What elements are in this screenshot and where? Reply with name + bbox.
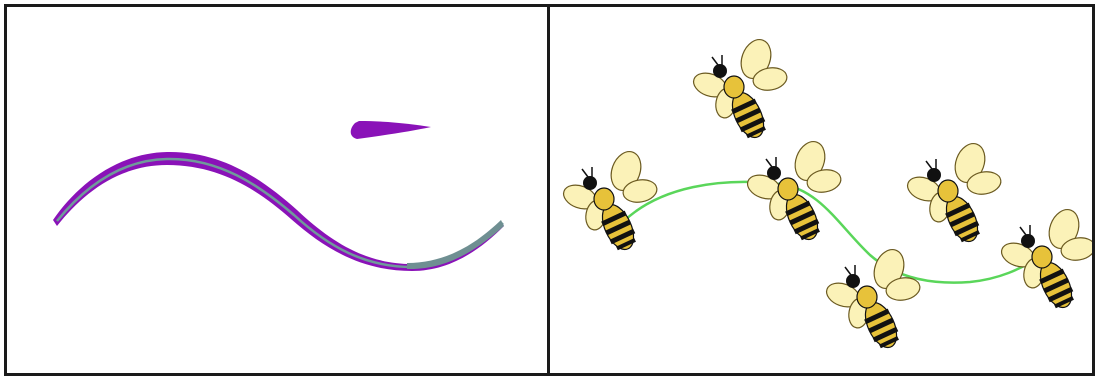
purple-dab [351, 121, 431, 139]
stroke-center-line [57, 159, 503, 267]
bees-canvas [550, 7, 1092, 373]
bee-icon [560, 147, 658, 254]
left-panel [4, 4, 550, 376]
bee-icon [744, 137, 842, 244]
bee-icon [690, 35, 788, 142]
stroke-tail [407, 220, 504, 269]
bee-icon [823, 245, 921, 352]
bee-icon [998, 205, 1092, 312]
bees-group [560, 35, 1092, 352]
right-panel [547, 4, 1095, 376]
bee-icon [904, 139, 1002, 246]
brush-stroke-canvas [7, 7, 547, 373]
